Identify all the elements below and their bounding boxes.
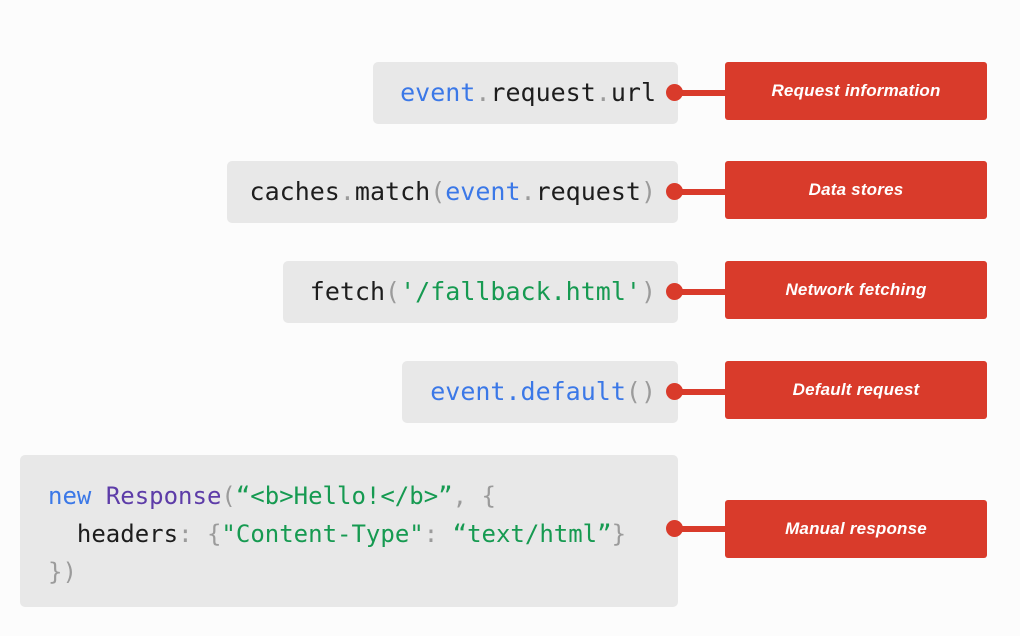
label-box-request-information[interactable]: Request information [725, 62, 987, 120]
label-text-request-information: Request information [771, 81, 941, 100]
connector-line-manual-response [674, 526, 730, 532]
code-card-request-information: event.request.url [373, 62, 678, 124]
label-text-manual-response: Manual response [785, 519, 927, 538]
connector-dot-default-request [666, 383, 683, 400]
connector-dot-network-fetching [666, 283, 683, 300]
label-text-default-request: Default request [792, 380, 920, 399]
connector-line-default-request [674, 389, 730, 395]
code-snippet-default-request: event.default() [430, 377, 656, 406]
label-box-default-request[interactable]: Default request [725, 361, 987, 419]
code-card-data-stores: caches.match(event.request) [227, 161, 678, 223]
code-snippet-data-stores: caches.match(event.request) [249, 177, 656, 206]
label-text-data-stores: Data stores [808, 180, 904, 199]
connector-dot-data-stores [666, 183, 683, 200]
connector-dot-request-information [666, 84, 683, 101]
connector-dot-manual-response [666, 520, 683, 537]
connector-line-request-information [674, 90, 730, 96]
label-box-manual-response[interactable]: Manual response [725, 500, 987, 558]
label-text-network-fetching: Network fetching [785, 280, 927, 299]
code-card-network-fetching: fetch('/fallback.html') [283, 261, 678, 323]
label-box-network-fetching[interactable]: Network fetching [725, 261, 987, 319]
label-box-data-stores[interactable]: Data stores [725, 161, 987, 219]
code-snippet-manual-response: new Response(“<b>Hello!</b>”, { headers:… [48, 482, 627, 586]
connector-line-network-fetching [674, 289, 730, 295]
code-snippet-request-information: event.request.url [400, 78, 656, 107]
code-snippet-network-fetching: fetch('/fallback.html') [309, 277, 656, 306]
code-card-default-request: event.default() [402, 361, 678, 423]
code-card-manual-response: new Response(“<b>Hello!</b>”, { headers:… [20, 455, 678, 607]
connector-line-data-stores [674, 189, 730, 195]
